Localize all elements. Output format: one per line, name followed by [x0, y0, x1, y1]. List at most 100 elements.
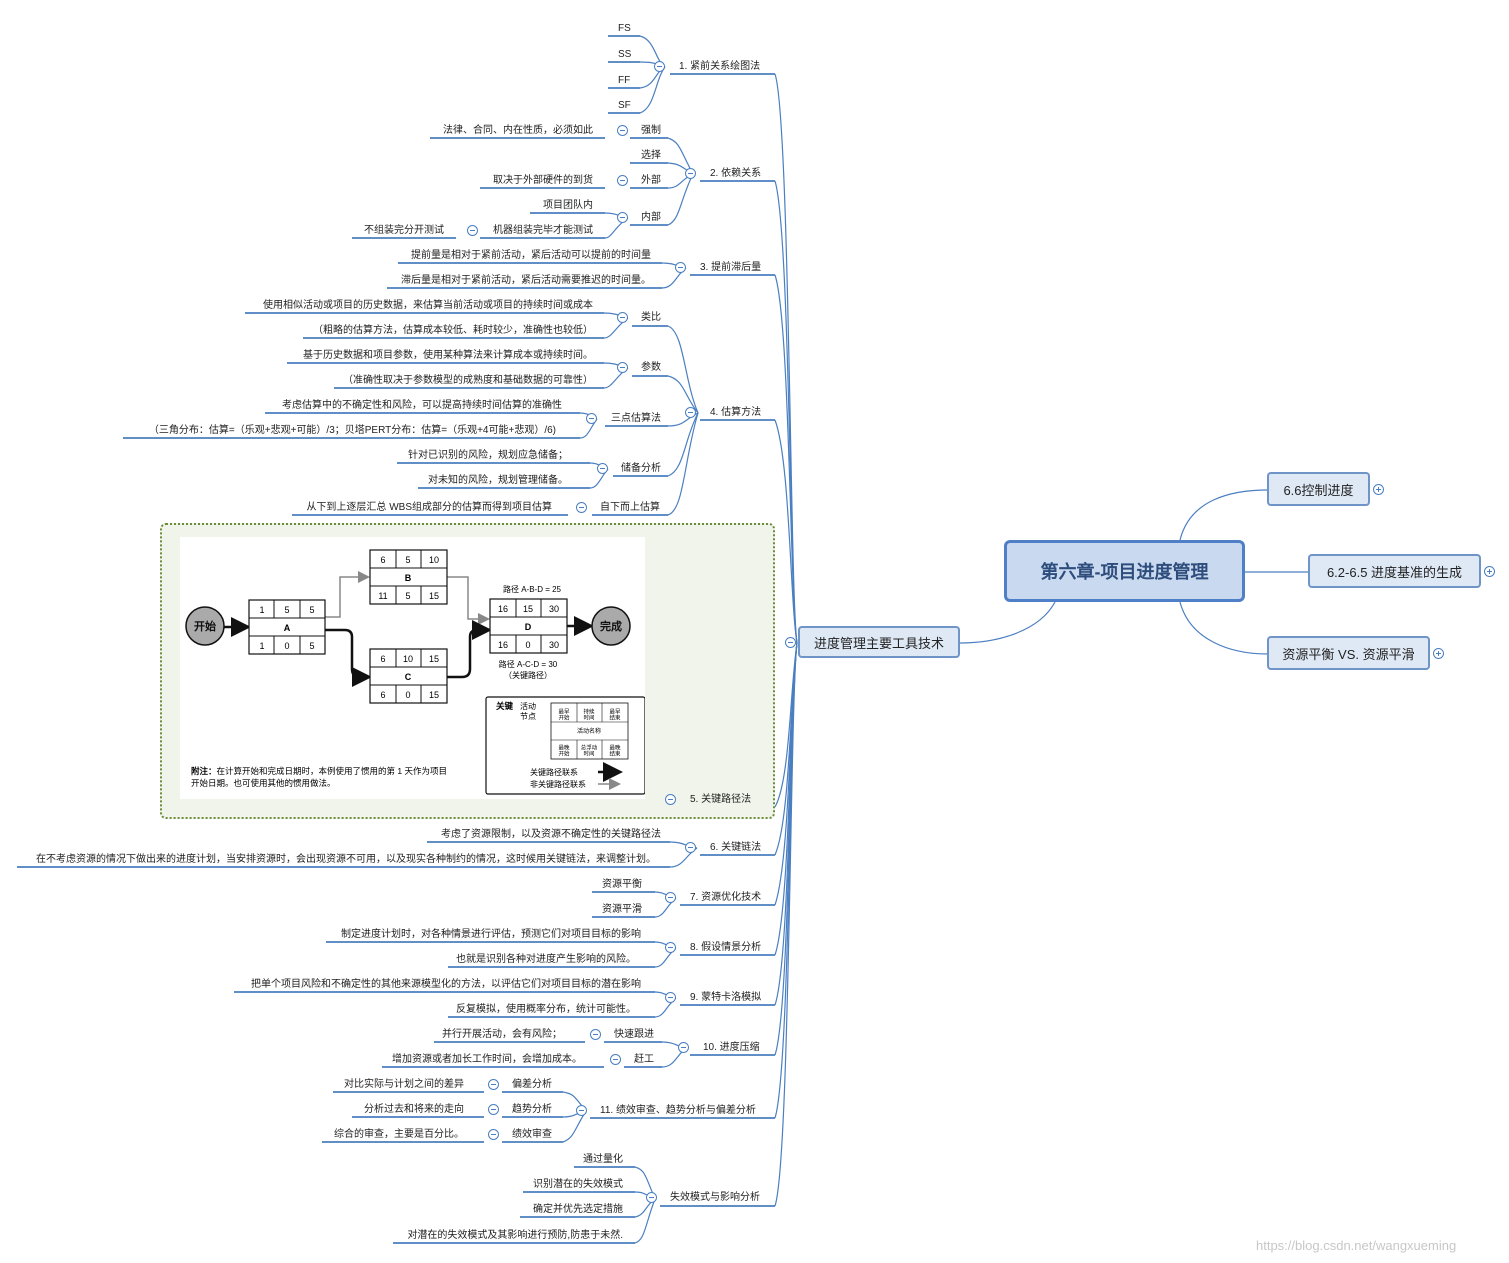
est-reserve-n1: 针对已识别的风险，规划应急储备；: [408, 450, 568, 461]
expand-icon[interactable]: [1373, 484, 1384, 495]
est-parametric-n1: 基于历史数据和项目参数，使用某种算法来计算成本或持续时间。: [303, 350, 593, 361]
item-1-title[interactable]: 1. 紧前关系绘图法: [679, 61, 761, 72]
expand-icon[interactable]: [1484, 566, 1495, 577]
est-reserve[interactable]: 储备分析: [621, 463, 661, 474]
node-control-schedule[interactable]: 6.6控制进度: [1267, 472, 1370, 506]
variance-analysis[interactable]: 偏差分析: [512, 1079, 552, 1090]
svg-text:最早结束: 最早结束: [609, 708, 621, 721]
fast-tracking[interactable]: 快速跟进: [614, 1029, 654, 1040]
item-11-title[interactable]: 11. 绩效审查、趋势分析与偏差分析: [600, 1105, 756, 1116]
svg-text:15: 15: [429, 690, 439, 700]
item-1-ss[interactable]: SS: [618, 49, 632, 60]
collapse-icon[interactable]: [685, 842, 696, 853]
item-5-title[interactable]: 5. 关键路径法: [690, 794, 752, 805]
svg-text:16: 16: [498, 640, 508, 650]
svg-text:5: 5: [284, 605, 289, 615]
item-12-title[interactable]: 失效模式与影响分析: [670, 1192, 760, 1203]
expand-icon[interactable]: [1433, 648, 1444, 659]
svg-text:关键路径联系: 关键路径联系: [530, 767, 578, 777]
collapse-icon[interactable]: [610, 1054, 621, 1065]
item-4-title[interactable]: 4. 估算方法: [710, 407, 762, 418]
svg-text:6: 6: [380, 555, 385, 565]
node-resource[interactable]: 资源平衡 VS. 资源平滑: [1267, 636, 1430, 670]
collapse-icon[interactable]: [617, 212, 628, 223]
activity-node-d: 16 15 30 D 16 0 30: [489, 598, 568, 654]
node-tools[interactable]: 进度管理主要工具技术: [798, 626, 960, 658]
item-1-fs[interactable]: FS: [618, 23, 631, 34]
item-7-title[interactable]: 7. 资源优化技术: [690, 892, 762, 903]
start-node: 开始: [194, 619, 216, 633]
collapse-icon[interactable]: [617, 312, 628, 323]
performance-review[interactable]: 绩效审查: [512, 1129, 552, 1140]
svg-text:16: 16: [498, 604, 508, 614]
dep-external[interactable]: 外部: [641, 175, 661, 186]
collapse-icon[interactable]: [617, 362, 628, 373]
crashing[interactable]: 赶工: [634, 1054, 654, 1065]
collapse-icon[interactable]: [488, 1104, 499, 1115]
collapse-icon[interactable]: [678, 1042, 689, 1053]
central-topic[interactable]: 第六章-项目进度管理: [1004, 540, 1245, 602]
fmea-n2: 识别潜在的失效模式: [533, 1179, 623, 1190]
collapse-icon[interactable]: [646, 1192, 657, 1203]
collapse-icon[interactable]: [617, 175, 628, 186]
est-bottom-up[interactable]: 自下而上估算: [600, 502, 660, 513]
item-8-title[interactable]: 8. 假设情景分析: [690, 942, 762, 953]
collapse-icon[interactable]: [665, 794, 676, 805]
est-three-point-n2: （三角分布：估算=（乐观+悲观+可能）/3；贝塔PERT分布：估算=（乐观+4可…: [148, 425, 556, 436]
svg-text:30: 30: [549, 640, 559, 650]
dep-internal[interactable]: 内部: [641, 212, 661, 223]
est-analogous[interactable]: 类比: [641, 312, 661, 323]
collapse-icon[interactable]: [685, 168, 696, 179]
item-9-n1: 把单个项目风险和不确定性的其他来源模型化的方法，以评估它们对项目目标的潜在影响: [251, 979, 641, 990]
collapse-icon[interactable]: [685, 407, 696, 418]
collapse-icon[interactable]: [617, 125, 628, 136]
collapse-icon[interactable]: [665, 942, 676, 953]
collapse-icon[interactable]: [467, 225, 478, 236]
collapse-icon[interactable]: [576, 1105, 587, 1116]
svg-text:最晚开始: 最晚开始: [558, 743, 570, 757]
svg-text:11: 11: [378, 591, 387, 601]
item-7-n1[interactable]: 资源平衡: [602, 879, 642, 890]
item-10-title[interactable]: 10. 进度压缩: [703, 1042, 760, 1053]
svg-text:5: 5: [405, 591, 410, 601]
lead-note: 提前量是相对于紧前活动，紧后活动可以提前的时间量: [411, 250, 651, 261]
collapse-icon[interactable]: [576, 502, 587, 513]
svg-text:0: 0: [525, 640, 530, 650]
fmea-n4: 对潜在的失效模式及其影响进行预防,防患于未然.: [407, 1230, 623, 1241]
svg-text:A: A: [284, 623, 291, 633]
activity-node-c: 6 10 15 C 6 0 15: [369, 648, 448, 704]
collapse-icon[interactable]: [597, 463, 608, 474]
collapse-icon[interactable]: [785, 637, 796, 648]
collapse-icon[interactable]: [488, 1129, 499, 1140]
collapse-icon[interactable]: [675, 262, 686, 273]
item-7-n2[interactable]: 资源平滑: [602, 904, 642, 915]
dep-internal-note2: 机器组装完毕才能测试: [493, 225, 593, 236]
item-1-sf[interactable]: SF: [618, 100, 631, 111]
dep-discretionary[interactable]: 选择: [641, 150, 661, 161]
item-3-title[interactable]: 3. 提前滞后量: [700, 262, 762, 273]
collapse-icon[interactable]: [586, 413, 597, 424]
item-9-title[interactable]: 9. 蒙特卡洛模拟: [690, 992, 762, 1003]
diagram-note-line2: 开始日期。也可使用其他的惯用做法。: [191, 778, 336, 788]
collapse-icon[interactable]: [488, 1079, 499, 1090]
dep-mandatory[interactable]: 强制: [641, 125, 661, 136]
collapse-icon[interactable]: [665, 992, 676, 1003]
est-parametric[interactable]: 参数: [641, 362, 661, 373]
svg-text:0: 0: [284, 641, 289, 651]
svg-text:最晚结束: 最晚结束: [609, 743, 621, 757]
est-bottom-up-n1: 从下到上逐层汇总 WBS组成部分的估算而得到项目估算: [306, 502, 552, 513]
collapse-icon[interactable]: [590, 1029, 601, 1040]
collapse-icon[interactable]: [665, 892, 676, 903]
item-1-ff[interactable]: FF: [618, 75, 631, 86]
node-baseline[interactable]: 6.2-6.5 进度基准的生成: [1308, 554, 1481, 588]
collapse-icon[interactable]: [654, 61, 665, 72]
item-6-title[interactable]: 6. 关键链法: [710, 842, 762, 853]
item-9-n2: 反复模拟，使用概率分布，统计可能性。: [456, 1004, 636, 1015]
est-three-point[interactable]: 三点估算法: [611, 413, 661, 424]
trend-analysis[interactable]: 趋势分析: [512, 1104, 552, 1115]
fmea-n3: 确定并优先选定措施: [533, 1204, 623, 1215]
path-acd-note: （关键路径）: [504, 670, 552, 680]
est-three-point-n1: 考虑估算中的不确定性和风险，可以提高持续时间估算的准确性: [282, 400, 562, 411]
est-reserve-n2: 对未知的风险，规划管理储备。: [428, 475, 568, 486]
item-2-title[interactable]: 2. 依赖关系: [710, 168, 762, 179]
